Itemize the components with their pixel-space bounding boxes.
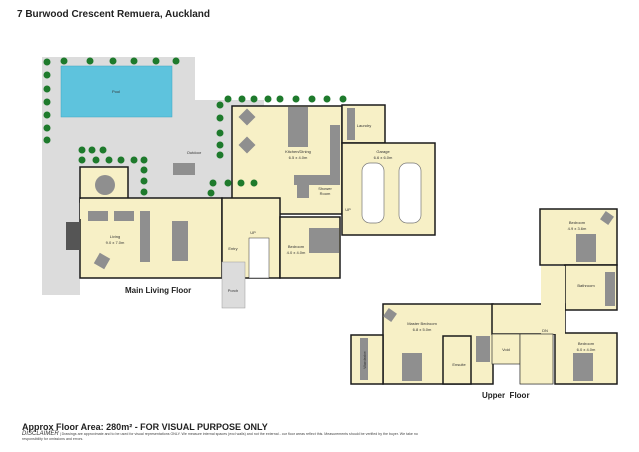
void-label: Void: [502, 347, 510, 352]
main-floor-label: Main Living Floor: [125, 286, 192, 295]
cars: [361, 162, 422, 224]
bedroom1-label: Bedroom: [288, 244, 305, 249]
wardrobe-label: Wardrobe: [362, 351, 367, 369]
upper-stairs: [519, 333, 554, 385]
disclaimer-text: | Drawings are approximate and to be use…: [22, 432, 418, 441]
shrubs: [43, 57, 347, 197]
outdoor-table: [173, 163, 195, 175]
floor-area: Approx Floor Area: 280m² - FOR VISUAL PU…: [22, 422, 268, 432]
shower-label: Shower: [318, 186, 332, 191]
porch-label: Porch: [228, 288, 238, 293]
bedroom2-label: Bedroom: [569, 220, 586, 225]
bathroom-label: Bathroom: [577, 283, 595, 288]
living-label: Living: [110, 234, 120, 239]
bedroom3-label: Bedroom: [578, 341, 595, 346]
shower-label-2: Room: [320, 191, 331, 196]
kitchen-size: 6.5 x 4.0m: [289, 155, 308, 160]
garage-label: Garage: [376, 149, 390, 154]
entry-label: Entry: [228, 246, 237, 251]
master-label: Master Bedroom: [407, 321, 437, 326]
up-label-2: UP: [250, 230, 256, 235]
kitchen-label: Kitchen/Dining: [285, 149, 311, 154]
fireplace: [66, 222, 80, 250]
pool-label: Pool: [112, 89, 120, 94]
page-title: 7 Burwood Crescent Remuera, Auckland: [17, 9, 211, 20]
disclaimer-label: DISCLAIMER: [22, 431, 59, 437]
outdoor-label: Outdoor: [187, 150, 202, 155]
porch: [221, 261, 246, 309]
disclaimer: DISCLAIMER | Drawings are approximate an…: [22, 431, 422, 442]
master-size: 6.8 x 5.0m: [413, 327, 432, 332]
dn-label: DN: [542, 328, 548, 333]
up-label: UP: [345, 207, 351, 212]
ensuite-label: Ensuite: [452, 362, 466, 367]
corridor: [541, 266, 565, 334]
garage-size: 6.6 x 6.0m: [374, 155, 393, 160]
bedroom3-size: 6.0 x 4.0m: [577, 347, 596, 352]
bedroom2-size: 4.9 x 3.6m: [568, 226, 587, 231]
living-size: 9.0 x 7.0m: [106, 240, 125, 245]
bedroom1-size: 4.0 x 4.0m: [287, 250, 306, 255]
stairs: [248, 237, 270, 279]
pool: [60, 65, 173, 118]
upper-furniture: [360, 211, 615, 381]
upper-floor-label: Upper Floor: [482, 391, 530, 400]
laundry-label: Laundry: [357, 123, 371, 128]
